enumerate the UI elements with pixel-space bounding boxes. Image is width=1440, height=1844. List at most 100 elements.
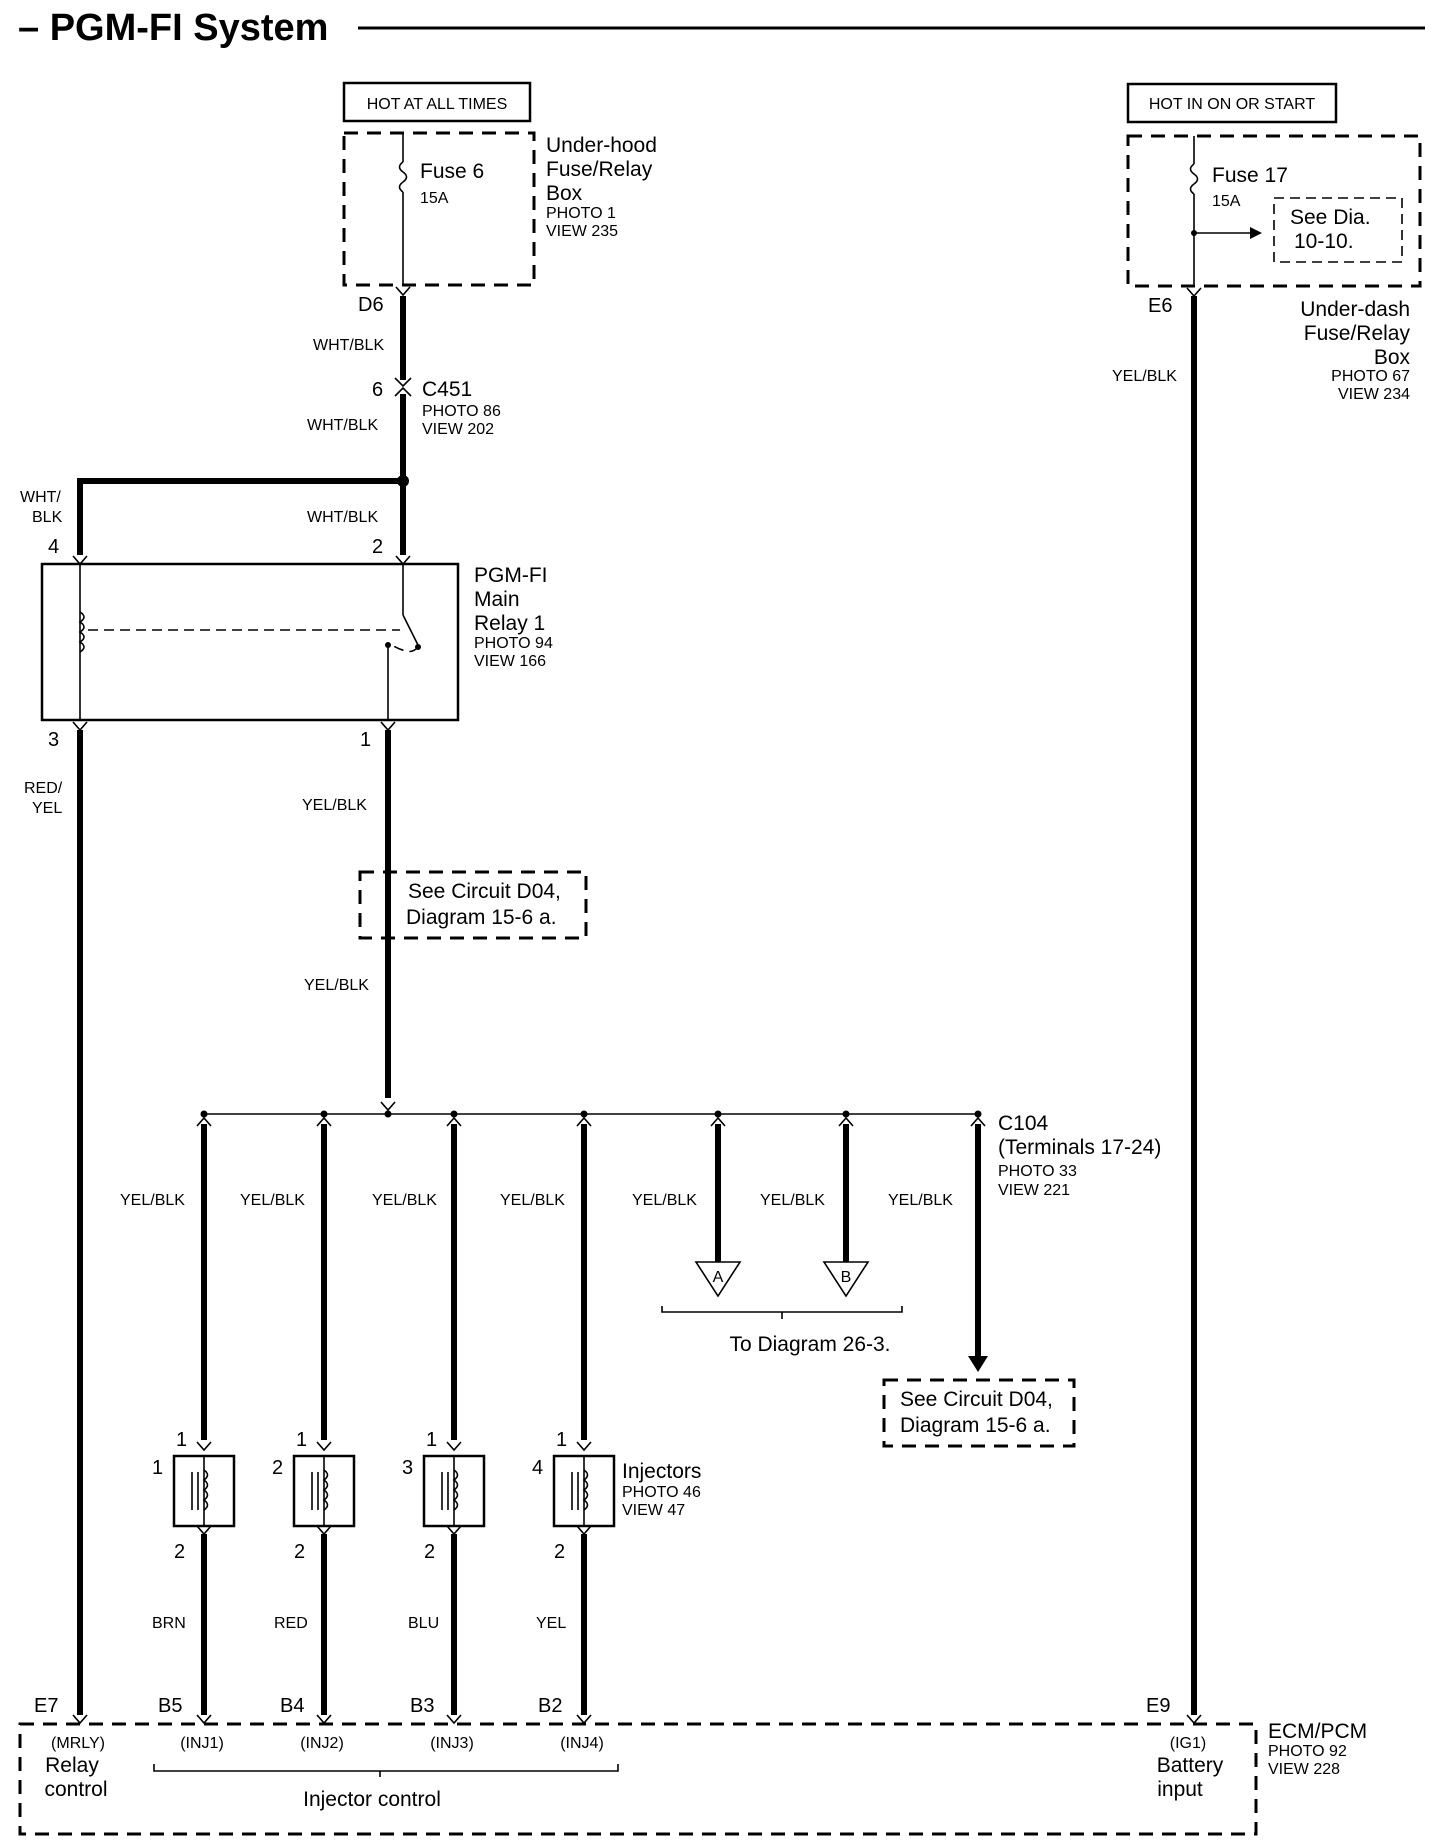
injector-top-pin: 1 <box>296 1429 307 1451</box>
ecm-inj-code: (INJ4) <box>560 1735 604 1752</box>
relay-label-3: Relay 1 <box>474 612 545 635</box>
hot-at-all-times-label: HOT AT ALL TIMES <box>367 96 508 113</box>
see-dia-10-l1: See Dia. <box>1290 206 1371 229</box>
injector-control-bracket <box>153 1764 619 1777</box>
wire-label-branch: YEL/BLK <box>888 1192 953 1209</box>
underdash-label-3: Box <box>1374 346 1411 369</box>
injector-number: 3 <box>402 1457 413 1479</box>
ecm-inj-code: (INJ3) <box>430 1735 474 1752</box>
c104-view: VIEW 221 <box>998 1182 1070 1199</box>
injector-number: 2 <box>272 1457 283 1479</box>
relay-pin-4: 4 <box>48 536 59 558</box>
injectors-photo: PHOTO 46 <box>622 1484 701 1501</box>
wire-label-wht-blk-a: WHT/BLK <box>313 337 384 354</box>
connector-b-label: B <box>841 1269 852 1286</box>
underhood-label-3: Box <box>546 182 583 205</box>
ecm-mrly: (MRLY) <box>51 1735 105 1752</box>
arrow-to-see-circuit <box>968 1356 988 1372</box>
see-circuit-2-l1: See Circuit D04, <box>900 1388 1053 1411</box>
underdash-label-2: Fuse/Relay <box>1304 322 1411 345</box>
hot-in-on-box <box>1126 82 1338 124</box>
connector-a <box>694 1261 742 1298</box>
c451-symbol-top <box>394 377 412 388</box>
ecm-pcm-box <box>18 1722 1258 1836</box>
see-circuit-1-l2: Diagram 15-6 a. <box>406 906 557 929</box>
ecm-view: VIEW 228 <box>1268 1761 1340 1778</box>
wire-label-branch: YEL/BLK <box>372 1192 437 1209</box>
ecm-pin: B4 <box>280 1695 304 1717</box>
wire-label-wht-left-1: WHT/ <box>20 489 61 506</box>
see-circuit-1-l1: See Circuit D04, <box>408 880 561 903</box>
ecm-inj-code: (INJ1) <box>180 1735 224 1752</box>
injector-bottom-pin: 2 <box>424 1541 435 1563</box>
c451-photo: PHOTO 86 <box>422 403 501 420</box>
arrow-to-dia-10 <box>1250 227 1262 239</box>
injector-top-pin: 1 <box>556 1429 567 1451</box>
connector-b <box>822 1261 870 1298</box>
injector-number: 1 <box>152 1457 163 1479</box>
injectors-label: Injectors <box>622 1460 701 1483</box>
ecm-pin: B2 <box>538 1695 562 1717</box>
to-diagram-label: To Diagram 26-3. <box>729 1333 890 1356</box>
underhood-photo: PHOTO 1 <box>546 205 616 222</box>
wire-label-injector-output: RED <box>274 1615 308 1632</box>
to-diagram-bracket <box>661 1306 903 1319</box>
connector-a-label: A <box>713 1269 724 1286</box>
pin-e6: E6 <box>1148 295 1172 317</box>
fuse17-name: Fuse 17 <box>1212 164 1288 187</box>
page-title: – PGM-FI System <box>18 7 328 49</box>
ecm-injector-control: Injector control <box>303 1788 441 1811</box>
injector-bottom-pin: 2 <box>174 1541 185 1563</box>
injector-bottom-pin: 2 <box>554 1541 565 1563</box>
fuse17-symbol <box>1189 163 1199 195</box>
injector-number: 4 <box>532 1457 543 1479</box>
see-circuit-box-2 <box>882 1378 1076 1448</box>
relay-photo: PHOTO 94 <box>474 635 553 652</box>
wire-label-branch: YEL/BLK <box>120 1192 185 1209</box>
underhood-fuse-box <box>342 131 536 287</box>
hot-at-all-times-box <box>342 81 532 123</box>
relay-coil-icon <box>78 611 85 653</box>
relay-label-2: Main <box>474 588 520 611</box>
see-circuit-2-l2: Diagram 15-6 a. <box>900 1414 1051 1437</box>
injector-coil-icon <box>452 1469 459 1511</box>
wire-label-branch: YEL/BLK <box>500 1192 565 1209</box>
fuse17-rating: 15A <box>1212 193 1241 210</box>
fuse6-symbol <box>398 161 408 193</box>
wire-label-injector-output: BLU <box>408 1615 439 1632</box>
see-dia-10-l2: 10-10. <box>1294 230 1354 253</box>
ecm-pin: B3 <box>410 1695 434 1717</box>
pin-d6: D6 <box>358 294 384 316</box>
ecm-label: ECM/PCM <box>1268 1720 1367 1743</box>
ecm-relay-control-1: Relay <box>45 1754 99 1777</box>
injector-top-pin: 1 <box>426 1429 437 1451</box>
ecm-relay-control-2: control <box>44 1778 107 1801</box>
ecm-pin: B5 <box>158 1695 182 1717</box>
wire-label-yel-blk-1: YEL/BLK <box>302 797 367 814</box>
injector-bottom-pin: 2 <box>294 1541 305 1563</box>
ecm-inj-code: (INJ2) <box>300 1735 344 1752</box>
wire-label-injector-output: BRN <box>152 1615 186 1632</box>
injector-top-pin: 1 <box>176 1429 187 1451</box>
wire-label-wht-blk-c: WHT/BLK <box>307 509 378 526</box>
ecm-ig1: (IG1) <box>1170 1735 1206 1752</box>
wire-label-yel-blk-right: YEL/BLK <box>1112 368 1177 385</box>
fuse6-rating: 15A <box>420 190 449 207</box>
wire-label-injector-output: YEL <box>536 1615 566 1632</box>
relay-view: VIEW 166 <box>474 653 546 670</box>
c451-symbol-bottom <box>394 386 412 397</box>
relay-pin-1: 1 <box>360 729 371 751</box>
ecm-pin: E7 <box>34 1695 58 1717</box>
wire-label-red-yel-1: RED/ <box>24 780 63 797</box>
hot-in-on-label: HOT IN ON OR START <box>1149 96 1315 113</box>
underdash-photo: PHOTO 67 <box>1331 368 1410 385</box>
relay-pin-3: 3 <box>48 729 59 751</box>
ecm-battery-2: input <box>1157 1778 1203 1801</box>
underhood-view: VIEW 235 <box>546 223 618 240</box>
underhood-label-2: Fuse/Relay <box>546 158 653 181</box>
wire-label-yel-blk-2: YEL/BLK <box>304 977 369 994</box>
